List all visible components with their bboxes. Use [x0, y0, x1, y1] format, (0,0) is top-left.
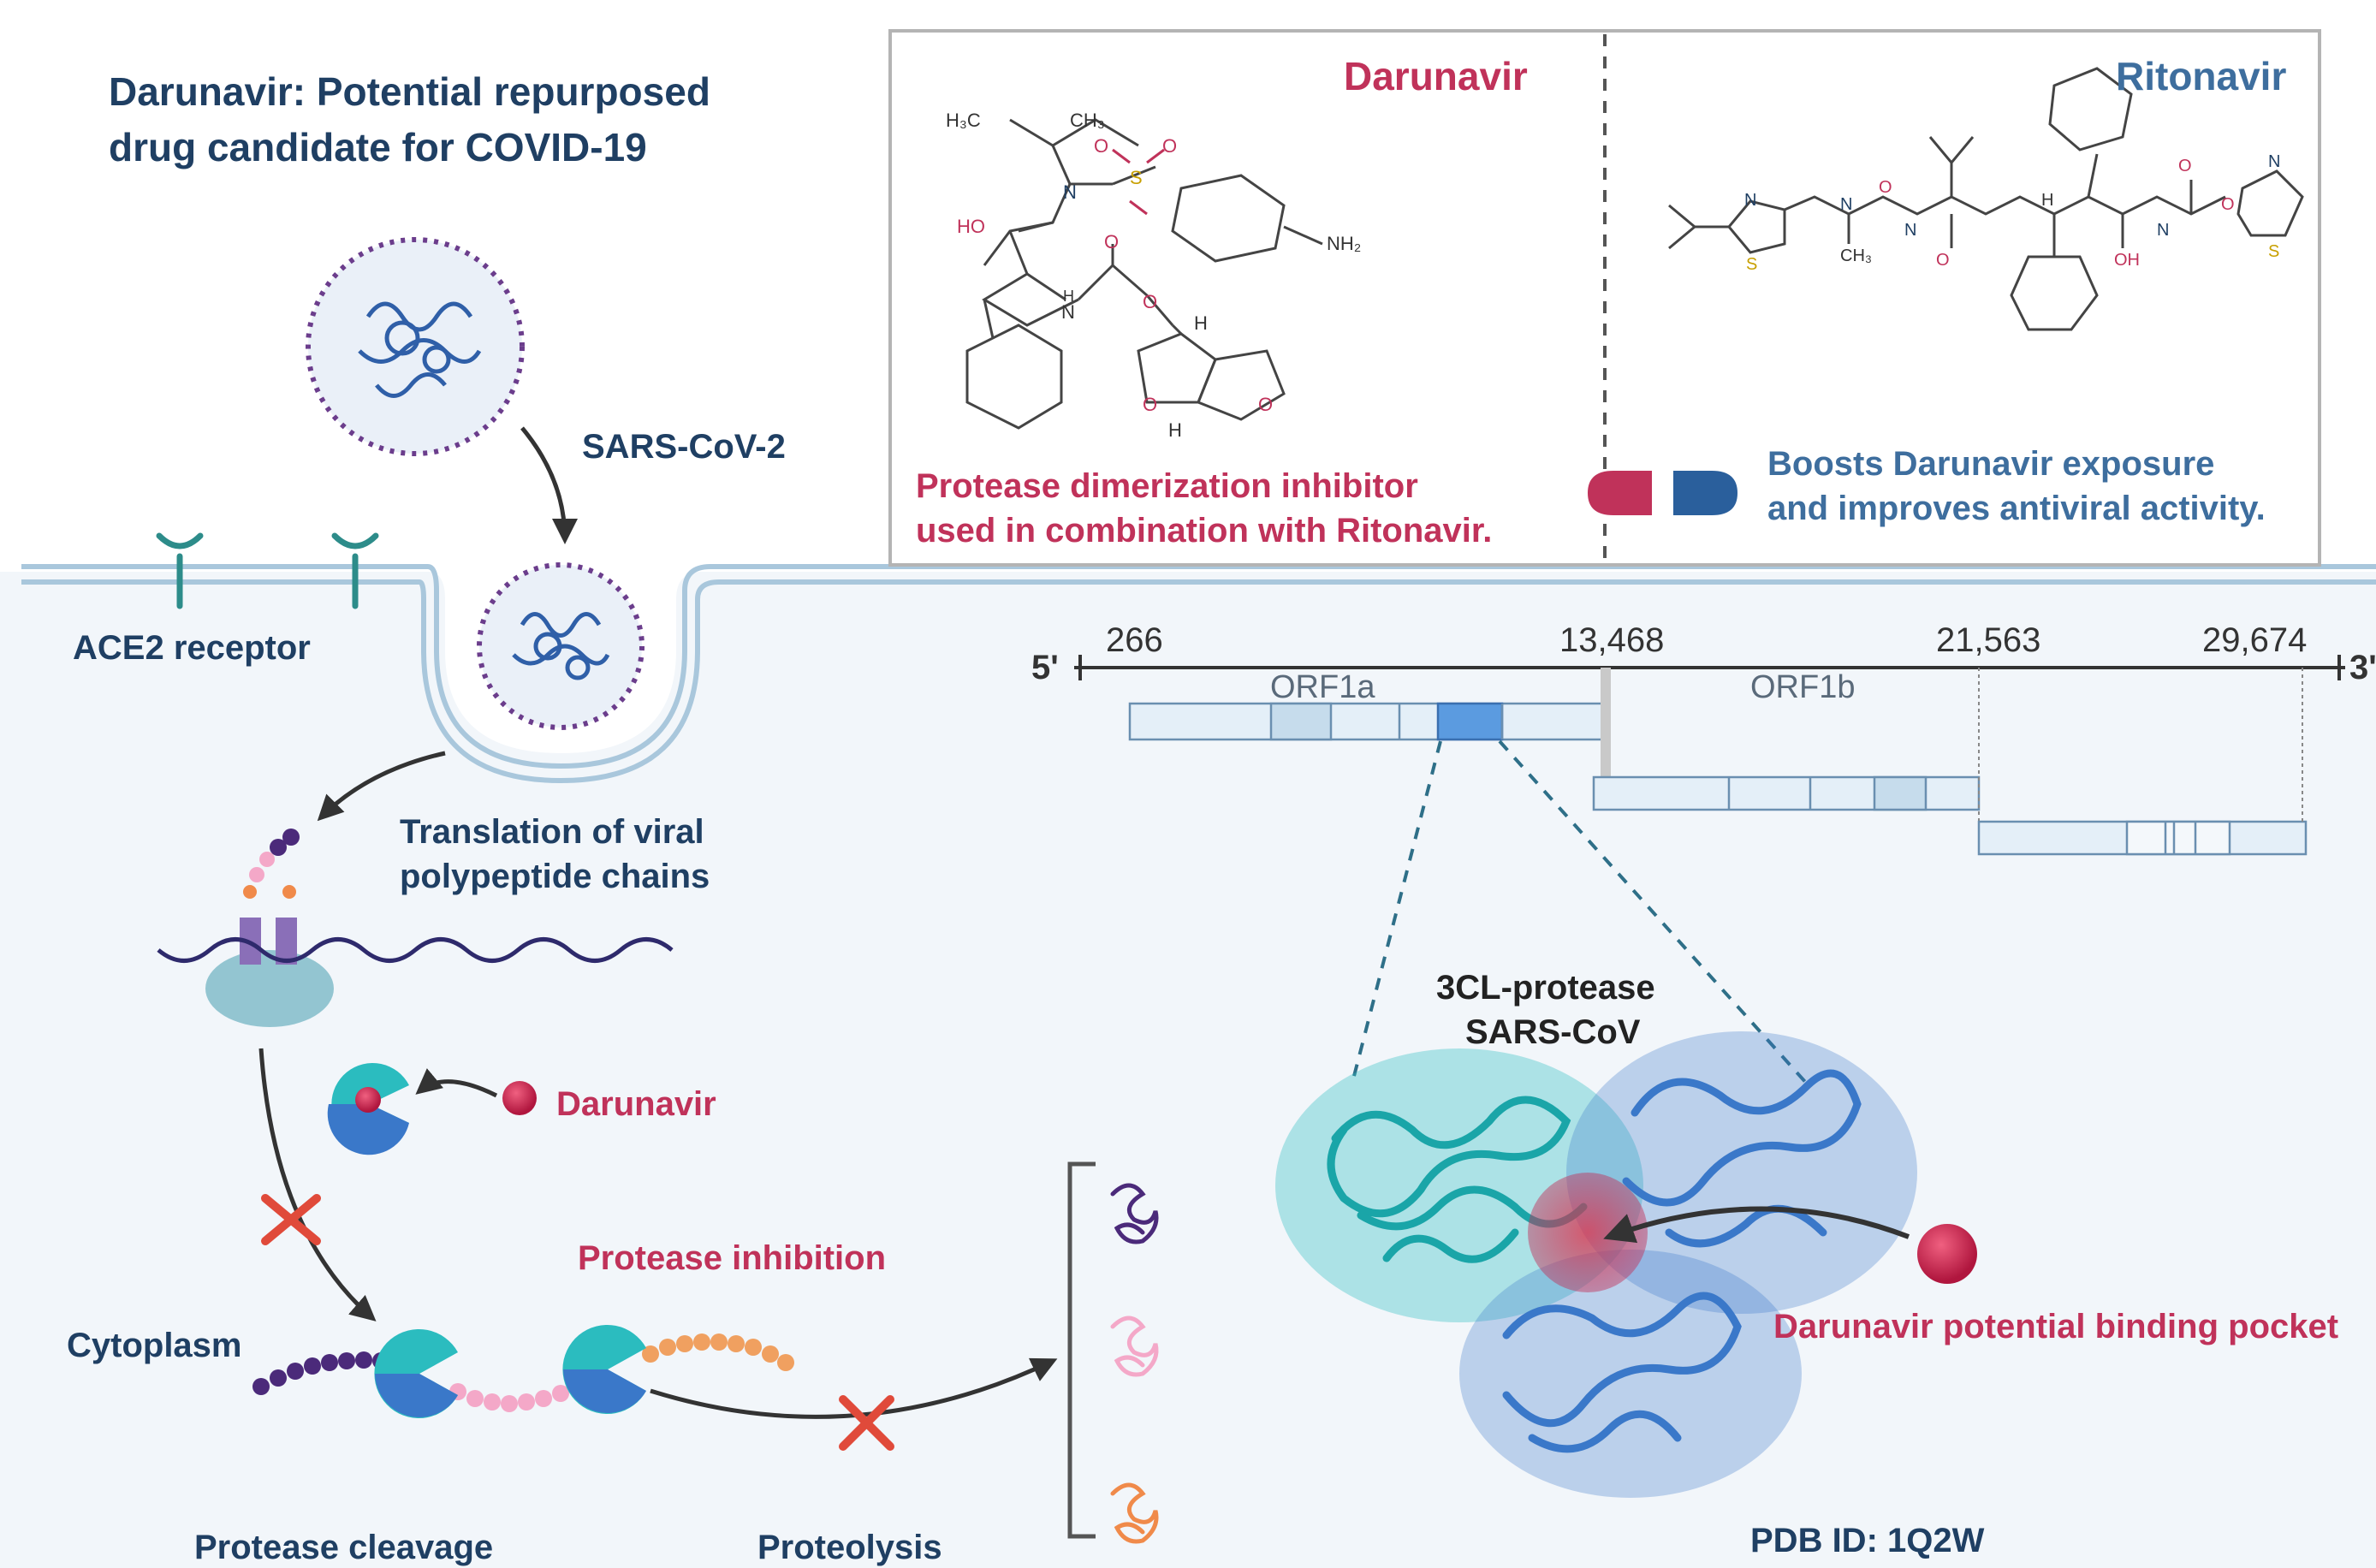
ritonavir-name: Ritonavir	[2116, 54, 2287, 98]
protease-title-line1: 3CL-protease	[1436, 969, 1655, 1007]
darunavir-atom-labels: H₃C CH₃ N S O O NH₂ HO N H O O H O O H	[946, 110, 1361, 441]
svg-text:O: O	[1104, 231, 1119, 252]
svg-text:N: N	[2157, 221, 2169, 240]
svg-text:O: O	[1258, 394, 1273, 415]
svg-text:H: H	[2041, 191, 2053, 210]
ribosome-icon	[205, 829, 334, 1027]
protease-bound-icon	[327, 1063, 409, 1155]
endocytosed-virus-icon	[477, 562, 644, 730]
entry-arrow	[520, 426, 578, 544]
proteolysis-bracket	[1067, 1161, 1096, 1539]
svg-text:NH₂: NH₂	[1327, 233, 1361, 254]
darunavir-name: Darunavir	[1344, 54, 1528, 98]
ace2-label: ACE2 receptor	[73, 629, 311, 667]
ritonavir-desc-line2: and improves antiviral activity.	[1767, 490, 2266, 527]
folded-protein-icon	[1110, 1183, 1159, 1544]
virus-label: SARS-CoV-2	[582, 428, 786, 466]
proteolysis-label: Proteolysis	[757, 1529, 942, 1566]
genome-5prime: 5'	[1031, 649, 1059, 686]
ritonavir-structure	[1668, 67, 2304, 331]
darunavir-molecule-icon-large	[1917, 1224, 1977, 1284]
ritonavir-desc-line1: Boosts Darunavir exposure	[1767, 445, 2215, 483]
binding-pocket-label: Darunavir potential binding pocket	[1773, 1308, 2339, 1345]
translation-arrow	[317, 751, 446, 822]
darunavir-molecule-icon	[502, 1081, 537, 1115]
protease-icon	[374, 1325, 646, 1419]
protease-structure-icon	[1275, 1031, 1917, 1498]
darunavir-sulfonyl	[1112, 148, 1165, 216]
genome-position-29674: 29,674	[2202, 621, 2308, 659]
diagram-title-line1: Darunavir: Potential repurposed	[109, 69, 710, 114]
darunavir-desc-line2: used in combination with Ritonavir.	[916, 512, 1493, 549]
protease-title-line2: SARS-CoV	[1465, 1013, 1641, 1051]
block-cross-icon	[261, 1194, 321, 1245]
genome-position-266: 266	[1106, 621, 1163, 659]
svg-text:N: N	[1840, 195, 1852, 214]
svg-text:N: N	[1744, 191, 1756, 210]
genome-3prime: 3'	[2349, 649, 2376, 686]
ace2-receptor-icon	[156, 532, 379, 609]
orf1a-label: ORF1a	[1270, 669, 1375, 705]
protease-inhibition-label: Protease inhibition	[578, 1239, 887, 1277]
svg-text:O: O	[1143, 291, 1157, 312]
svg-text:O: O	[2221, 195, 2235, 214]
svg-text:OH: OH	[2114, 251, 2140, 270]
svg-text:H: H	[1194, 312, 1208, 334]
svg-text:S: S	[1130, 167, 1143, 188]
svg-text:O: O	[1879, 178, 1892, 197]
block-cross-icon-2	[839, 1395, 894, 1451]
cell-membrane	[21, 564, 2376, 784]
svg-text:S: S	[2268, 242, 2279, 261]
virus-particle-icon	[306, 237, 525, 456]
svg-text:O: O	[1936, 251, 1950, 270]
svg-text:N: N	[1061, 301, 1075, 323]
pdb-id-label: PDB ID: 1Q2W	[1750, 1522, 1985, 1559]
svg-text:N: N	[1063, 181, 1077, 203]
translation-line1: Translation of viral	[400, 813, 704, 851]
mrna-strand	[157, 937, 674, 963]
svg-text:H: H	[1168, 419, 1182, 441]
genome-map	[1074, 655, 2345, 856]
binding-pocket-icon	[1528, 1173, 1648, 1292]
genome-position-13468: 13,468	[1559, 621, 1665, 659]
svg-text:S: S	[1746, 255, 1757, 274]
pocket-binding-arrow	[1603, 1206, 1910, 1244]
svg-text:O: O	[1143, 394, 1157, 415]
svg-text:O: O	[1162, 135, 1177, 157]
svg-text:N: N	[1904, 221, 1916, 240]
protease-cleavage-label: Protease cleavage	[194, 1529, 494, 1566]
cytoplasm-background	[0, 572, 2376, 1568]
pill-icon	[1588, 471, 1737, 515]
zoom-lines	[1351, 739, 1808, 1084]
diagram-title-line2: drug candidate for COVID-19	[109, 125, 647, 169]
translation-line2: polypeptide chains	[400, 858, 710, 895]
svg-text:HO: HO	[957, 216, 985, 237]
svg-text:O: O	[1094, 135, 1108, 157]
svg-text:H₃C: H₃C	[946, 110, 981, 131]
darunavir-desc-line1: Protease dimerization inhibitor	[916, 467, 1418, 505]
polypeptide-chain	[252, 1333, 794, 1412]
genome-position-21563: 21,563	[1936, 621, 2041, 659]
svg-text:CH₃: CH₃	[1070, 110, 1105, 131]
svg-text:H: H	[1063, 288, 1074, 305]
blocked-cleavage-arrow	[258, 1048, 377, 1322]
darunavir-small-label: Darunavir	[556, 1085, 716, 1123]
cytoplasm-label: Cytoplasm	[67, 1327, 242, 1364]
orf1b-label: ORF1b	[1750, 669, 1856, 705]
darunavir-structure	[965, 118, 1323, 430]
darunavir-binding-arrow	[415, 1068, 498, 1098]
svg-text:O: O	[2178, 157, 2192, 175]
svg-text:N: N	[2268, 152, 2280, 171]
svg-text:CH₃: CH₃	[1840, 246, 1872, 265]
ritonavir-atom-labels: N S CH₃ N O N O H OH N O O N S	[1744, 152, 2280, 274]
